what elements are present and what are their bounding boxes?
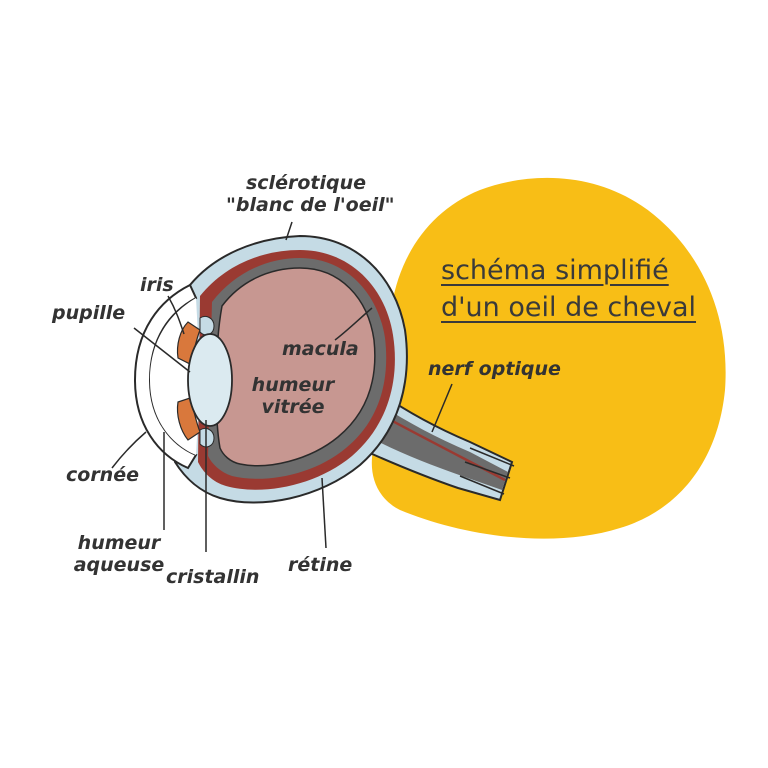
label-retine: rétine (288, 554, 353, 576)
diagram-title-line-1: schéma simplifié (441, 255, 669, 286)
leader-cornee (111, 431, 147, 469)
optic-nerve-fibre-3 (459, 475, 505, 495)
label-cristallin: cristallin (166, 566, 260, 588)
vitreous-humour (215, 267, 376, 467)
label-humeur-vitree: humeur vitrée (238, 374, 348, 418)
label-sclerotique-line-2: "blanc de l'oeil" (226, 194, 395, 216)
label-macula: macula (282, 338, 359, 360)
label-humeur-vitree-line-1: humeur (251, 374, 335, 396)
optic-nerve-fibre-1 (469, 447, 515, 467)
lens (187, 333, 233, 427)
cornea (133, 283, 198, 470)
label-cornee: cornée (66, 464, 139, 486)
label-humeur-aqueuse: humeur aqueuse (52, 532, 186, 576)
label-iris: iris (140, 274, 174, 296)
leader-sclerotique (285, 221, 293, 241)
optic-nerve-fibre-2 (464, 461, 511, 479)
label-pupille: pupille (52, 302, 126, 324)
label-nerf-optique: nerf optique (428, 358, 561, 380)
label-humeur-aqueuse-line-1: humeur (77, 532, 161, 554)
leader-pupille (133, 327, 191, 373)
diagram-title: schéma simplifié d'un oeil de cheval (441, 252, 696, 326)
ciliary-upper (199, 315, 215, 336)
ciliary-lower (199, 427, 215, 448)
leader-retine (321, 477, 327, 549)
diagram-title-line-2: d'un oeil de cheval (441, 292, 697, 323)
label-sclerotique-line-1: sclérotique (245, 172, 366, 194)
label-humeur-vitree-line-2: vitrée (261, 396, 325, 418)
leader-iris (167, 295, 185, 335)
label-sclerotique: sclérotique "blanc de l'oeil" (226, 172, 395, 216)
label-humeur-aqueuse-line-2: aqueuse (73, 554, 165, 576)
leader-macula (334, 307, 373, 341)
leader-nerf-optique (431, 383, 453, 433)
